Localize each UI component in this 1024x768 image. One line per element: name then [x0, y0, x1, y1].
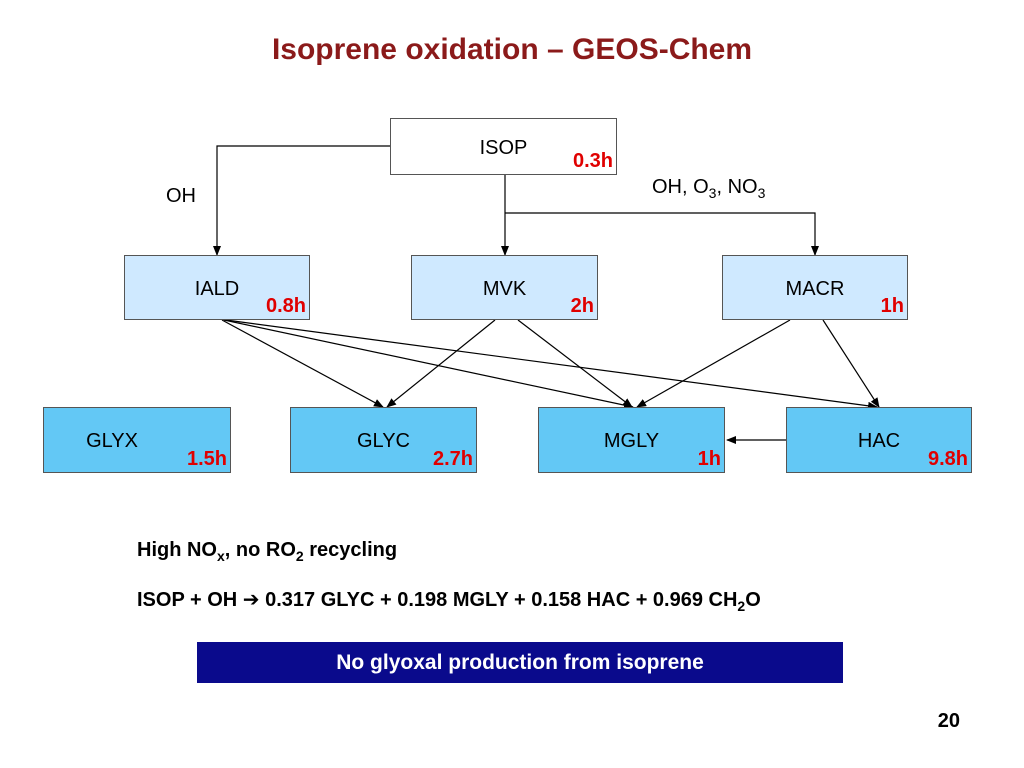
conditions-c: recycling — [303, 539, 398, 561]
node-mgly: MGLY 1h — [538, 407, 725, 473]
node-macr: MACR 1h — [722, 255, 908, 320]
conditions-b: , no RO — [224, 539, 296, 561]
equation-b: 0.317 GLYC + 0.198 MGLY + 0.158 HAC + 0.… — [259, 589, 738, 611]
arrow-mvk-glyc — [386, 319, 496, 408]
slide-title: Isoprene oxidation – GEOS-Chem — [271, 33, 753, 66]
node-iald-name: IALD — [194, 278, 240, 300]
node-isop: ISOP 0.3h — [390, 118, 617, 175]
node-glyx: GLYX 1.5h — [43, 407, 231, 473]
node-mgly-name: MGLY — [603, 430, 660, 452]
node-hac-name: HAC — [857, 430, 901, 452]
node-hac-lifetime: 9.8h — [927, 448, 968, 470]
equation-c: O — [745, 589, 761, 611]
arrow-macr-mgly — [636, 319, 791, 408]
node-glyc-lifetime: 2.7h — [432, 448, 473, 470]
page-number: 20 — [937, 710, 960, 732]
node-mvk-lifetime: 2h — [570, 295, 594, 317]
arrow-iald-mgly — [223, 319, 634, 410]
node-macr-name: MACR — [785, 278, 845, 300]
arrow-isop-macr — [505, 212, 819, 256]
node-iald: IALD 0.8h — [124, 255, 310, 320]
node-glyc: GLYC 2.7h — [290, 407, 477, 473]
arrow-macr-hac — [822, 319, 880, 408]
node-glyx-name: GLYX — [86, 430, 138, 452]
equation-a: ISOP + OH — [137, 589, 243, 611]
arrow-iald-hac — [225, 319, 878, 410]
node-mvk: MVK 2h — [411, 255, 598, 320]
node-glyx-lifetime: 1.5h — [186, 448, 227, 470]
conditions-sub-2: 2 — [295, 548, 304, 564]
label-oxidants-a: OH, O — [652, 176, 709, 198]
reaction-equation: ISOP + OH ➔ 0.317 GLYC + 0.198 MGLY + 0.… — [137, 587, 761, 614]
label-oh: OH — [166, 185, 196, 207]
node-macr-lifetime: 1h — [880, 295, 904, 317]
conditions-text: High NOx, no RO2 recycling — [137, 539, 397, 564]
node-isop-lifetime: 0.3h — [572, 150, 613, 172]
label-oxidants: OH, O3, NO3 — [652, 176, 765, 201]
equation-sub: 2 — [737, 598, 746, 614]
label-oxidants-sub-o3: 3 — [708, 185, 717, 201]
node-isop-name: ISOP — [479, 137, 528, 159]
node-mgly-lifetime: 1h — [697, 448, 721, 470]
arrow-isop-iald — [213, 145, 390, 256]
conditions-a: High NO — [137, 539, 217, 561]
node-iald-lifetime: 0.8h — [265, 295, 306, 317]
arrow-mvk-mgly — [517, 319, 633, 408]
node-glyc-name: GLYC — [357, 430, 410, 452]
label-oxidants-b: , NO — [716, 176, 758, 198]
node-hac: HAC 9.8h — [786, 407, 972, 473]
arrow-iald-glyc — [221, 319, 384, 408]
equation-arrow-icon: ➔ — [242, 589, 260, 611]
label-oxidants-sub-no3: 3 — [757, 185, 766, 201]
node-mvk-name: MVK — [482, 278, 527, 300]
conclusion-banner: No glyoxal production from isoprene — [197, 642, 843, 683]
conditions-sub-x: x — [217, 548, 225, 564]
